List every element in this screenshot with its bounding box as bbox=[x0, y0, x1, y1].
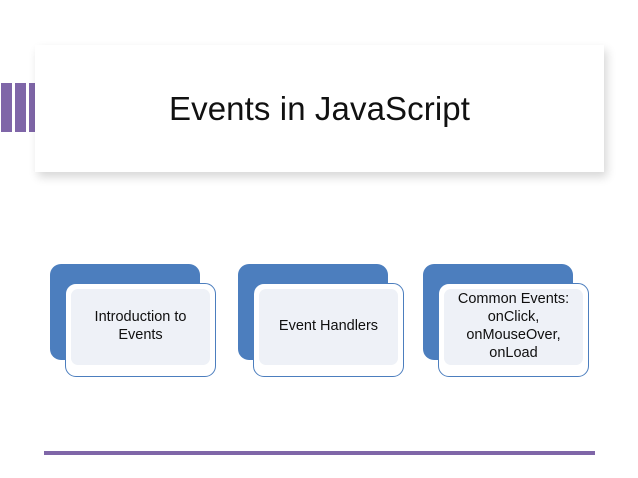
card-3-front: Common Events: onClick, onMouseOver, onL… bbox=[438, 283, 589, 377]
card-1-label: Introduction to Events bbox=[94, 309, 187, 343]
card-3-inner: Common Events: onClick, onMouseOver, onL… bbox=[444, 289, 583, 365]
accent-bar-3 bbox=[29, 83, 38, 132]
card-2-front: Event Handlers bbox=[253, 283, 404, 377]
title-card: Events in JavaScript bbox=[35, 45, 604, 172]
card-2-inner: Event Handlers bbox=[259, 289, 398, 365]
slide-title: Events in JavaScript bbox=[169, 89, 470, 127]
bottom-divider-rule bbox=[44, 451, 595, 455]
card-1-inner: Introduction to Events bbox=[71, 289, 210, 365]
content-card-3[interactable]: Common Events: onClick, onMouseOver, onL… bbox=[423, 264, 590, 382]
accent-bars-decoration bbox=[1, 83, 41, 132]
accent-bar-2 bbox=[15, 83, 26, 132]
content-card-2[interactable]: Event Handlers bbox=[238, 264, 405, 382]
accent-bar-1 bbox=[1, 83, 12, 132]
card-2-label: Event Handlers bbox=[278, 318, 379, 335]
card-1-front: Introduction to Events bbox=[65, 283, 216, 377]
content-card-1[interactable]: Introduction to Events bbox=[50, 264, 217, 382]
card-3-label: Common Events: onClick, onMouseOver, onL… bbox=[457, 291, 570, 361]
